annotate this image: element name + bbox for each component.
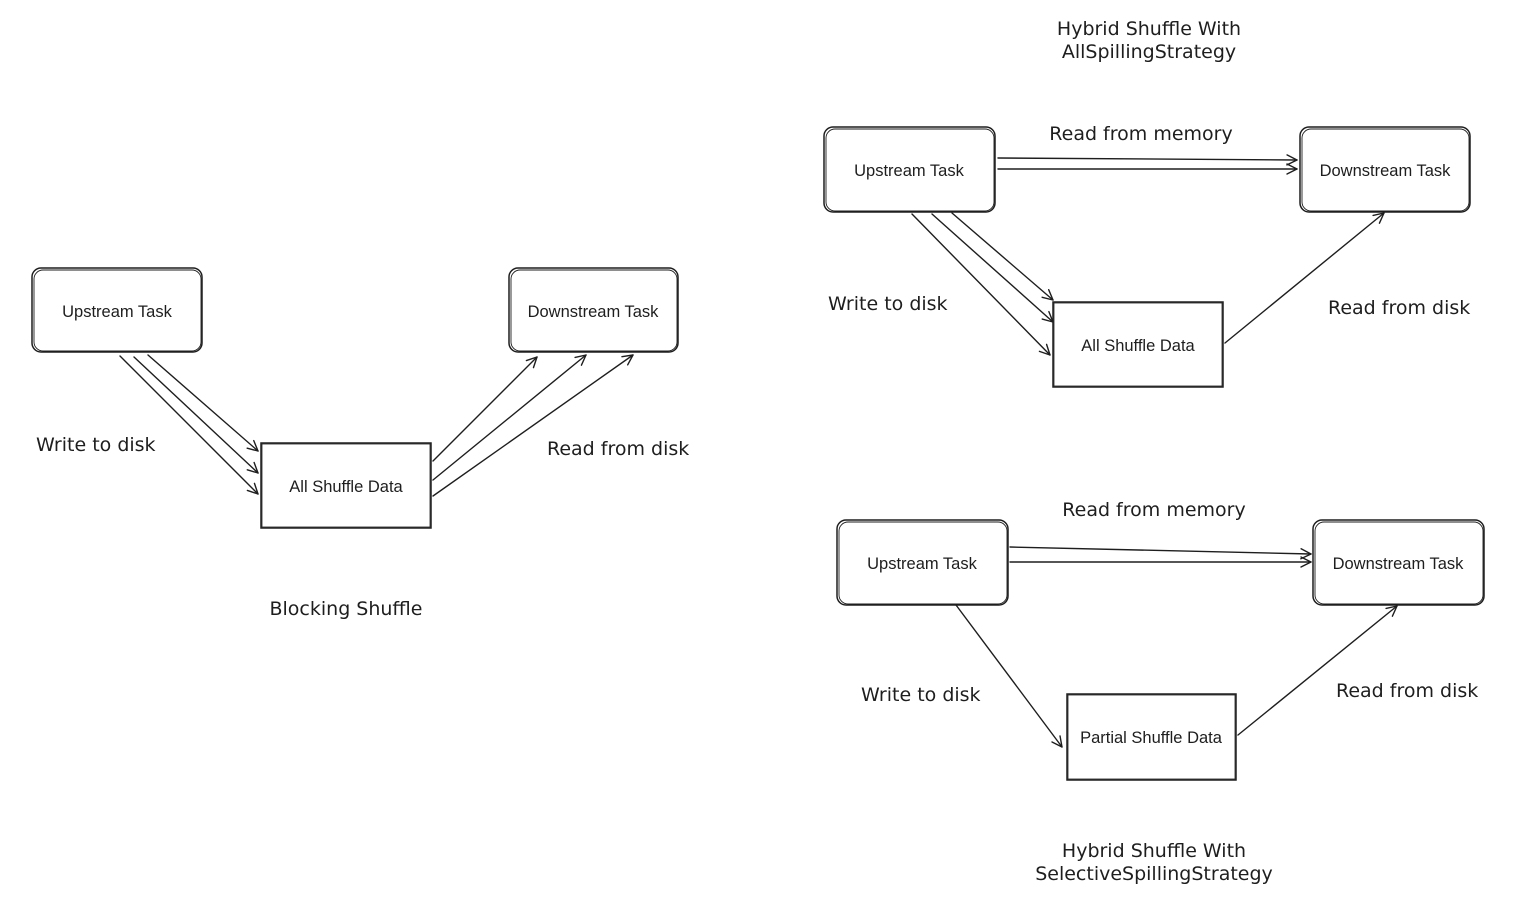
blocking-read-arrows [432,354,634,497]
all-spilling-title-line1: Hybrid Shuffle With [1057,18,1241,40]
all-spilling-write-arrow [911,213,1051,356]
blocking-read-arrow [432,354,587,481]
blocking-shuffle-section: Upstream Task Downstream Task All Shuffl… [31,267,689,620]
selective-spilling-shuffle-data-label: Partial Shuffle Data [1080,729,1223,747]
all-spilling-memory-label: Read from memory [1049,123,1232,145]
all-spilling-write-arrows [911,212,1054,356]
all-spilling-read-label: Read from disk [1328,297,1470,319]
blocking-write-arrow [119,355,259,495]
all-spilling-write-arrow [951,212,1054,301]
selective-spilling-memory-arrow [1009,546,1312,560]
all-spilling-shuffle-data-label: All Shuffle Data [1081,337,1195,355]
all-spilling-write-arrow [931,213,1054,323]
all-spilling-memory-arrow [997,154,1298,166]
selective-spilling-downstream-task-label: Downstream Task [1333,555,1465,573]
blocking-shuffle-data-box: All Shuffle Data [260,442,432,529]
selective-spilling-section: Upstream Task Downstream Task Partial Sh… [836,499,1485,885]
blocking-downstream-task-box: Downstream Task [508,267,679,353]
blocking-read-arrow [432,356,538,462]
blocking-shuffle-data-label: All Shuffle Data [289,478,403,496]
all-spilling-downstream-task-label: Downstream Task [1320,162,1452,180]
selective-spilling-shuffle-data-box: Partial Shuffle Data [1066,693,1237,781]
selective-spilling-memory-label: Read from memory [1062,499,1245,521]
all-spilling-read-arrow [1224,212,1385,344]
all-spilling-title-line2: AllSpillingStrategy [1062,41,1236,63]
all-spilling-memory-arrows [997,154,1298,175]
selective-spilling-title-line2: SelectiveSpillingStrategy [1035,863,1273,885]
blocking-upstream-task-label: Upstream Task [62,303,172,321]
blocking-shuffle-title: Blocking Shuffle [269,598,422,620]
blocking-write-arrow [133,356,259,474]
blocking-read-arrow [432,354,634,497]
selective-spilling-upstream-task-box: Upstream Task [836,519,1009,606]
all-spilling-section: Hybrid Shuffle With AllSpillingStrategy … [823,18,1471,388]
selective-spilling-downstream-task-box: Downstream Task [1312,519,1485,606]
all-spilling-upstream-task-label: Upstream Task [854,162,964,180]
selective-spilling-read-arrow [1237,605,1398,736]
selective-spilling-write-label: Write to disk [861,684,981,706]
all-spilling-write-label: Write to disk [828,293,948,315]
selective-spilling-memory-arrows [1009,546,1312,568]
blocking-downstream-task-label: Downstream Task [528,303,660,321]
blocking-read-label: Read from disk [547,438,689,460]
selective-spilling-write-arrow [955,604,1063,748]
selective-spilling-upstream-task-label: Upstream Task [867,555,977,573]
blocking-write-arrow [147,354,259,452]
selective-spilling-title-line1: Hybrid Shuffle With [1062,840,1246,862]
selective-spilling-read-label: Read from disk [1336,680,1478,702]
blocking-upstream-task-box: Upstream Task [31,267,203,353]
all-spilling-downstream-task-box: Downstream Task [1299,126,1471,213]
all-spilling-shuffle-data-box: All Shuffle Data [1052,301,1224,388]
all-spilling-upstream-task-box: Upstream Task [823,126,996,213]
blocking-write-arrows [119,354,259,495]
blocking-write-label: Write to disk [36,434,156,456]
